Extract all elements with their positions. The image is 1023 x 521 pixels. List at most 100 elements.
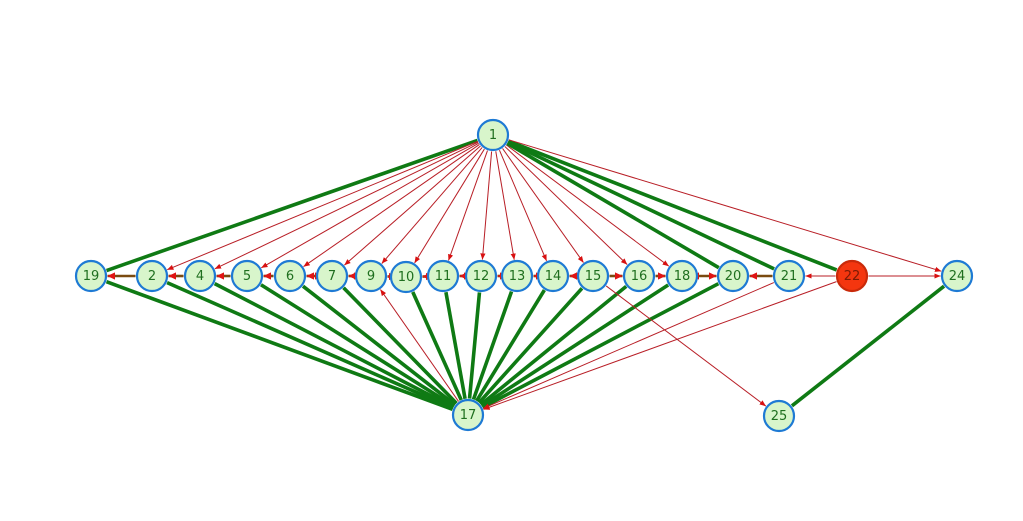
node-label: 16	[631, 269, 648, 284]
graph-edge	[166, 280, 454, 411]
node-circle[interactable]	[576, 259, 610, 293]
node-label: 19	[83, 269, 100, 284]
graph-edge	[477, 287, 584, 404]
node-circle[interactable]	[315, 259, 349, 293]
graph-edge	[303, 143, 480, 268]
node-label: 7	[328, 269, 336, 284]
graph-node-16[interactable]: 16	[622, 259, 656, 293]
graph-edge	[380, 289, 459, 402]
graph-edge	[481, 282, 720, 409]
node-label: 2	[148, 269, 156, 284]
graph-node-9[interactable]: 9	[354, 259, 388, 293]
node-circle[interactable]	[230, 259, 264, 293]
graph-node-13[interactable]: 13	[500, 259, 534, 293]
node-circle[interactable]	[716, 259, 750, 293]
node-circle[interactable]	[500, 259, 534, 293]
graph-edge	[502, 148, 584, 263]
graph-edge	[414, 148, 485, 264]
graph-edge	[480, 151, 493, 260]
node-label: 25	[771, 409, 788, 424]
node-label: 6	[286, 269, 294, 284]
node-circle[interactable]	[183, 259, 217, 293]
node-circle[interactable]	[835, 259, 869, 293]
graph-node-20[interactable]: 20	[716, 259, 750, 293]
node-label: 15	[585, 269, 602, 284]
graph-edge	[482, 282, 775, 409]
node-circle[interactable]	[389, 260, 423, 294]
graph-edge	[301, 284, 457, 407]
node-circle[interactable]	[772, 259, 806, 293]
node-circle[interactable]	[476, 118, 510, 152]
graph-edge	[342, 286, 458, 405]
node-label: 1	[489, 128, 497, 143]
graph-edge	[260, 283, 455, 408]
graph-node-2[interactable]: 2	[135, 259, 169, 293]
graph-node-11[interactable]: 11	[426, 259, 460, 293]
graph-node-18[interactable]: 18	[665, 259, 699, 293]
graph-node-25[interactable]: 25	[762, 399, 796, 433]
node-label: 11	[435, 269, 452, 284]
node-circle[interactable]	[135, 259, 169, 293]
graph-edge	[467, 292, 482, 399]
node-circle[interactable]	[665, 259, 699, 293]
graph-node-22[interactable]: 22	[835, 259, 869, 293]
graph-edge	[105, 280, 454, 411]
graph-node-19[interactable]: 19	[74, 259, 108, 293]
node-circle[interactable]	[426, 259, 460, 293]
graph-edge	[505, 144, 670, 267]
graph-edge	[495, 151, 516, 260]
node-circle[interactable]	[762, 399, 796, 433]
graph-edge	[444, 291, 467, 400]
node-label: 24	[949, 269, 966, 284]
graph-edge	[344, 145, 481, 266]
graph-node-12[interactable]: 12	[464, 259, 498, 293]
graph-edge	[105, 138, 479, 273]
graph-node-1[interactable]: 1	[476, 118, 510, 152]
node-label: 9	[367, 269, 375, 284]
node-circle[interactable]	[464, 259, 498, 293]
graph-edge	[167, 140, 478, 271]
graph-edge	[790, 284, 946, 408]
node-label: 5	[243, 269, 251, 284]
node-circle[interactable]	[354, 259, 388, 293]
graph-edge	[381, 147, 483, 264]
graph-node-17[interactable]: 17	[451, 398, 485, 432]
graph-node-15[interactable]: 15	[576, 259, 610, 293]
node-label: 20	[725, 269, 742, 284]
graph-edge	[479, 285, 628, 406]
node-label: 14	[545, 269, 562, 284]
graph-edge	[506, 141, 720, 270]
node-circle[interactable]	[74, 259, 108, 293]
graph-edge	[480, 283, 670, 408]
node-circle[interactable]	[273, 259, 307, 293]
node-label: 17	[460, 408, 477, 423]
node-label: 10	[398, 270, 415, 285]
edge-layer	[105, 138, 946, 411]
graph-edge	[411, 291, 463, 401]
graph-edge	[508, 139, 942, 272]
graph-edge	[507, 139, 838, 272]
graph-node-4[interactable]: 4	[183, 259, 217, 293]
graph-node-24[interactable]: 24	[940, 259, 974, 293]
graph-node-6[interactable]: 6	[273, 259, 307, 293]
graph-node-14[interactable]: 14	[536, 259, 570, 293]
node-label: 12	[473, 269, 490, 284]
node-label: 13	[509, 269, 526, 284]
graph-edge	[261, 142, 479, 269]
node-circle[interactable]	[536, 259, 570, 293]
graph-edge	[605, 285, 767, 407]
graph-node-7[interactable]: 7	[315, 259, 349, 293]
node-circle[interactable]	[622, 259, 656, 293]
graph-edge	[213, 282, 455, 409]
graph-node-21[interactable]: 21	[772, 259, 806, 293]
node-label: 4	[196, 269, 204, 284]
node-circle[interactable]	[940, 259, 974, 293]
graph-node-5[interactable]: 5	[230, 259, 264, 293]
graph-edge	[471, 290, 514, 401]
graph-node-10[interactable]: 10	[389, 260, 423, 294]
graph-edge	[448, 150, 488, 261]
node-circle[interactable]	[451, 398, 485, 432]
